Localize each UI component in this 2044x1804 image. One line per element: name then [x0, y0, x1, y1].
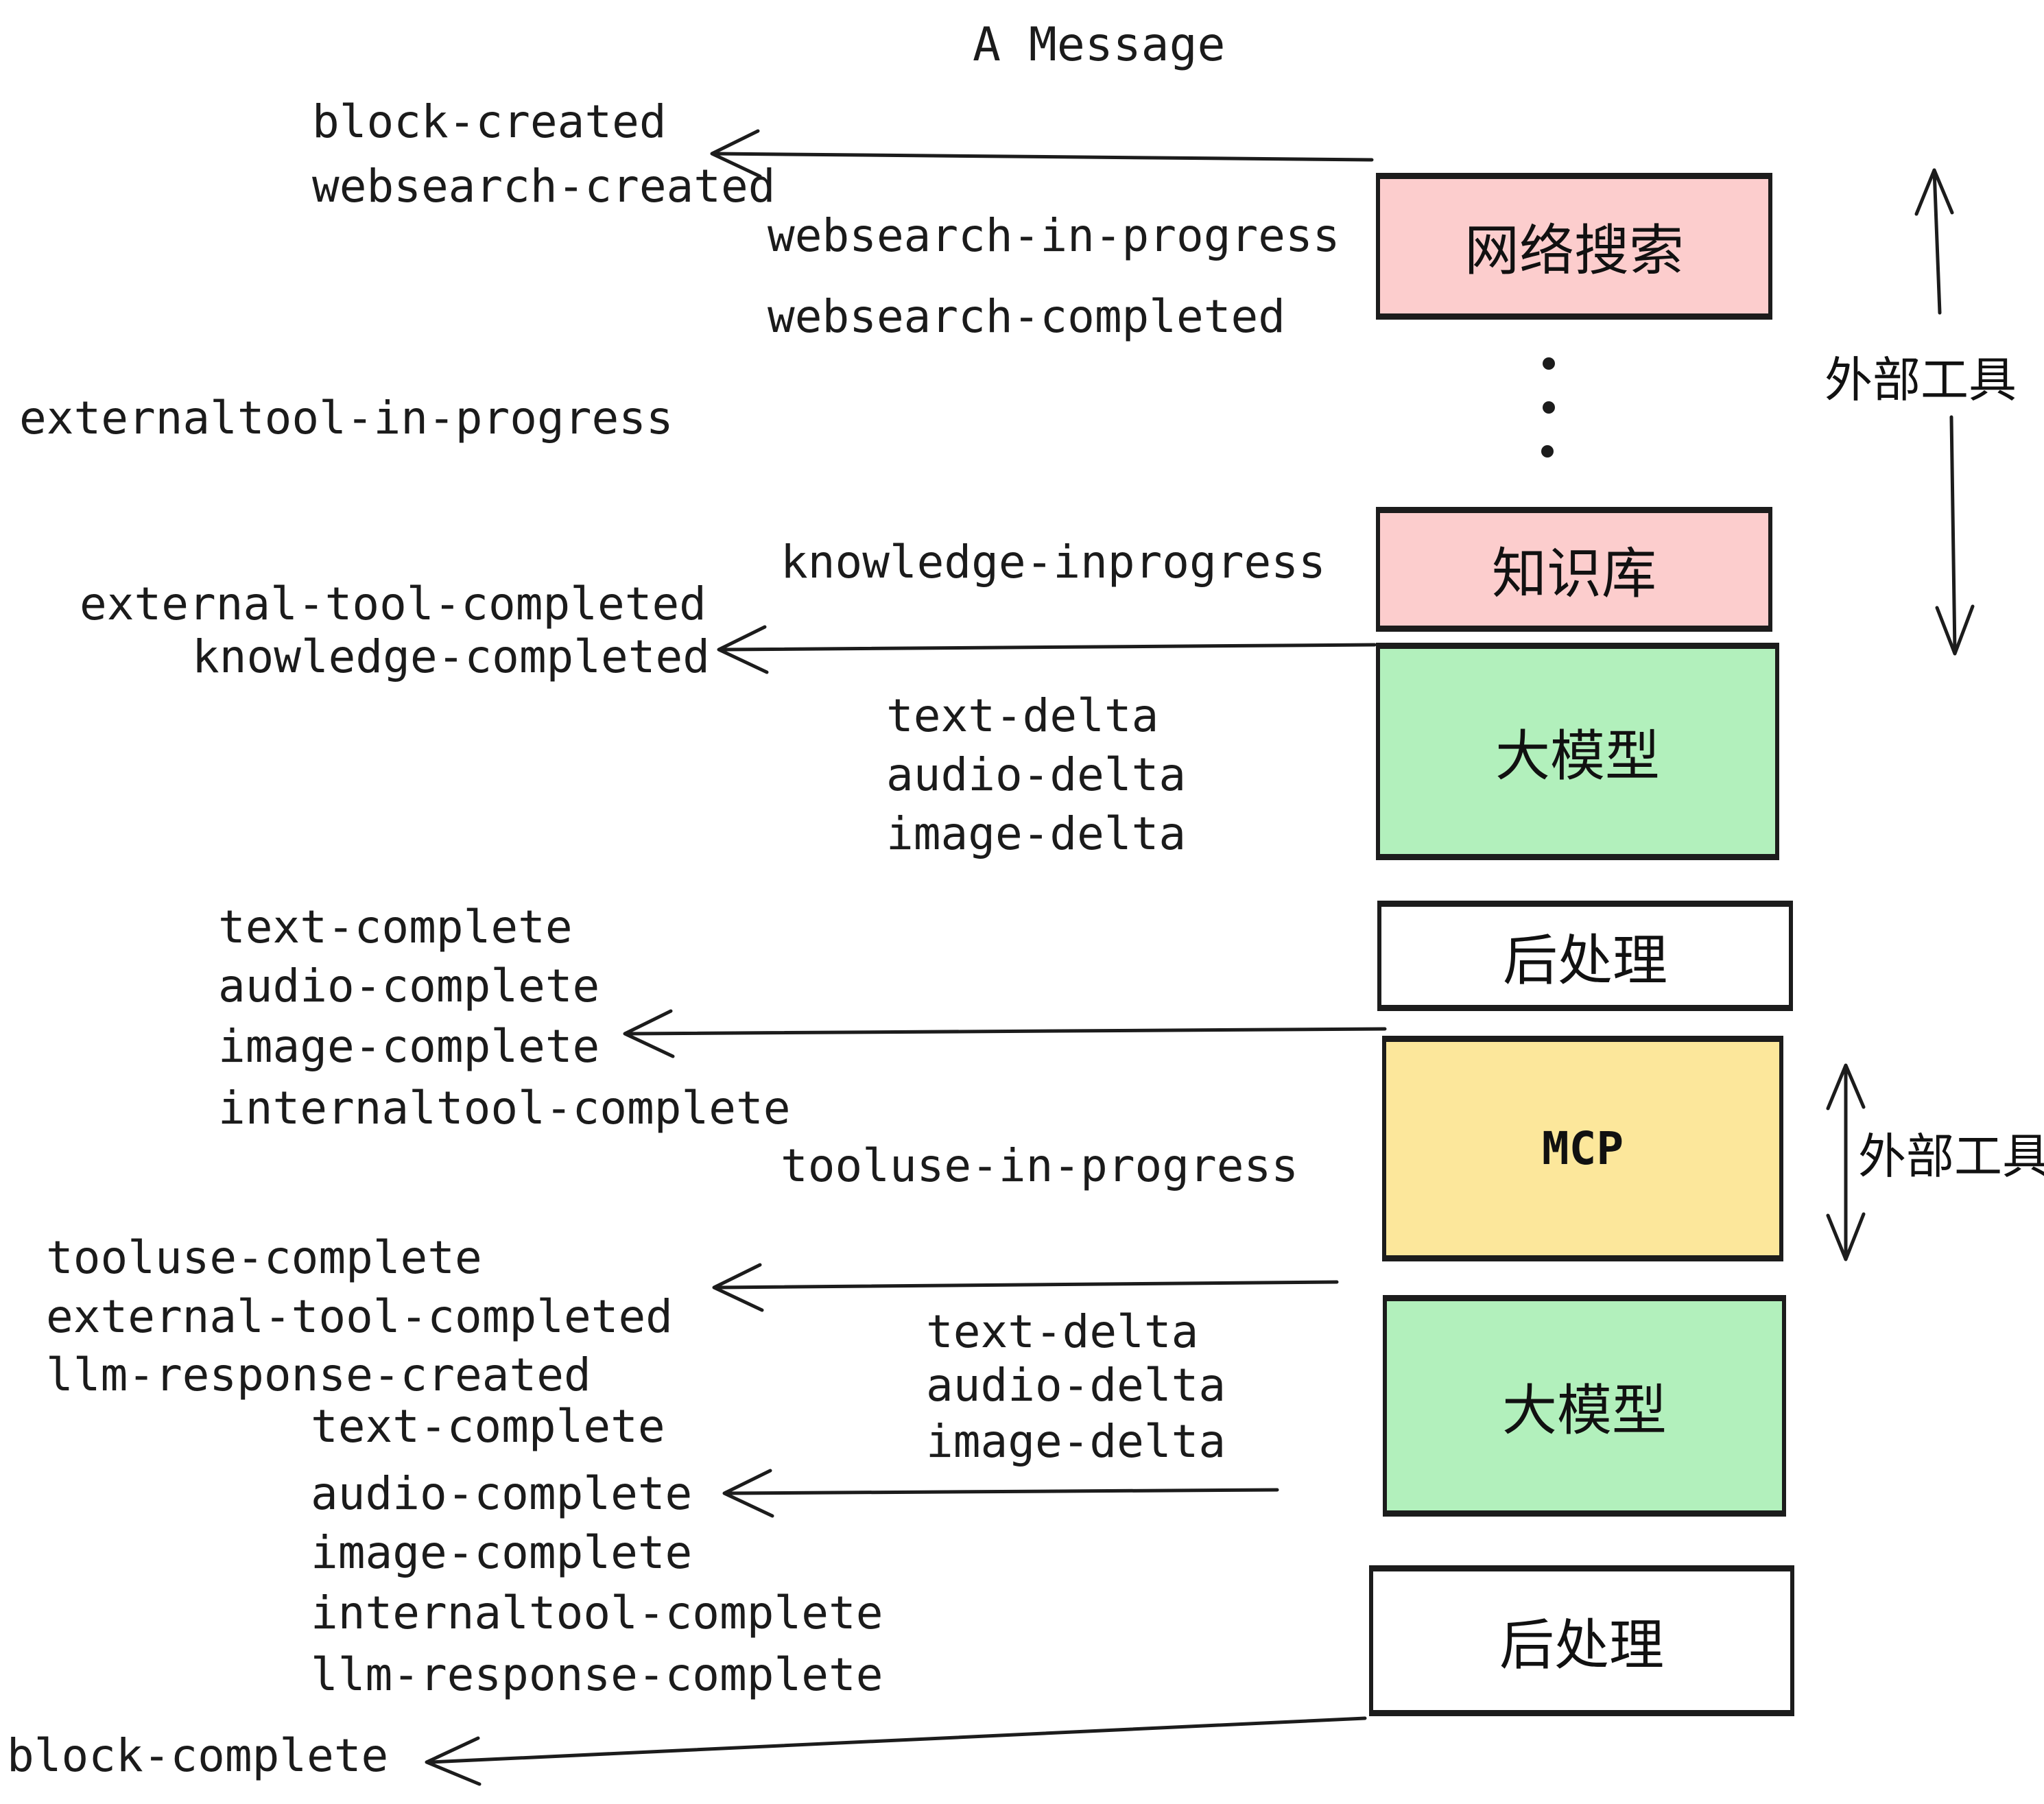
box-llm-2: 大模型	[1383, 1295, 1786, 1517]
box-mcp: MCP	[1382, 1036, 1783, 1261]
diagram-title: A Message	[973, 18, 1226, 72]
box-llm-2-label: 大模型	[1502, 1378, 1667, 1443]
box-websearch-label: 网络搜索	[1464, 219, 1684, 283]
event-label-internaltool-complete-1: internaltool-complete	[218, 1082, 791, 1135]
side-label-external-tools-2: 外部工具	[1858, 1128, 2044, 1185]
arrowhead-to-knowledge-completed	[717, 625, 769, 674]
event-label-audio-complete-2: audio-complete	[311, 1467, 693, 1520]
external-tools-arrow-2-down-head	[1826, 1212, 1866, 1261]
event-label-websearch-created: websearch-created	[312, 160, 776, 213]
event-label-block-complete: block-complete	[7, 1729, 389, 1782]
box-postprocess-1: 后处理	[1377, 901, 1793, 1011]
arrowhead-to-tooluse-complete	[712, 1263, 764, 1312]
event-label-internaltool-complete-2: internaltool-complete	[311, 1587, 883, 1639]
event-label-image-complete-2: image-complete	[311, 1526, 693, 1579]
event-label-text-delta-1: text-delta	[886, 689, 1159, 742]
arrow-to-websearch-created	[713, 152, 1374, 162]
external-tools-arrow-1-up-line	[1932, 168, 1942, 315]
box-llm-1-label: 大模型	[1495, 724, 1660, 788]
box-knowledge-base: 知识库	[1376, 507, 1772, 632]
event-label-text-complete-1: text-complete	[218, 901, 573, 953]
event-label-external-tool-completed-2: external-tool-completed	[46, 1290, 673, 1343]
event-label-externaltool-in-progress: externaltool-in-progress	[19, 392, 674, 444]
event-label-text-complete-2: text-complete	[311, 1400, 665, 1453]
arrow-to-audio-complete	[725, 1488, 1279, 1495]
event-label-text-delta-2: text-delta	[926, 1305, 1199, 1358]
event-label-websearch-completed: websearch-completed	[768, 290, 1285, 343]
event-label-audio-complete-1: audio-complete	[218, 960, 600, 1012]
box-postprocess-2-label: 后处理	[1499, 1613, 1664, 1677]
event-label-websearch-in-progress: websearch-in-progress	[768, 209, 1340, 262]
arrow-to-knowledge-completed	[720, 643, 1377, 652]
event-label-tooluse-in-progress: tooluse-in-progress	[781, 1139, 1298, 1192]
box-websearch: 网络搜索	[1376, 173, 1772, 320]
box-mcp-label: MCP	[1541, 1122, 1624, 1175]
event-label-knowledge-inprogress: knowledge-inprogress	[781, 536, 1326, 589]
arrow-to-tooluse-complete	[715, 1280, 1339, 1290]
box-postprocess-1-label: 后处理	[1503, 928, 1667, 993]
event-label-llm-response-complete: llm-response-complete	[311, 1648, 883, 1701]
event-label-audio-delta-1: audio-delta	[886, 748, 1187, 801]
event-label-audio-delta-2: audio-delta	[926, 1359, 1226, 1412]
event-label-external-tool-completed-1: external-tool-completed	[80, 578, 706, 630]
event-label-block-created: block-created	[312, 95, 667, 148]
external-tools-arrow-1-down-line	[1949, 415, 1957, 654]
arrowhead-to-image-complete	[623, 1009, 675, 1058]
external-tools-arrow-1-down-head	[1935, 604, 1975, 656]
ellipsis-dot-1	[1543, 357, 1555, 370]
box-knowledge-label: 知识库	[1492, 542, 1656, 606]
event-label-image-delta-2: image-delta	[926, 1415, 1226, 1468]
ellipsis-dot-2	[1543, 401, 1555, 414]
event-label-llm-response-created: llm-response-created	[46, 1349, 591, 1401]
box-llm-1: 大模型	[1376, 643, 1779, 860]
side-label-external-tools-1: 外部工具	[1825, 352, 2017, 408]
event-label-image-delta-1: image-delta	[886, 807, 1187, 860]
arrowhead-to-block-complete	[425, 1736, 482, 1786]
event-label-image-complete-1: image-complete	[218, 1020, 600, 1073]
event-label-knowledge-completed: knowledge-completed	[192, 630, 710, 683]
arrow-to-image-complete	[626, 1027, 1387, 1036]
arrow-to-block-complete	[429, 1716, 1367, 1764]
box-postprocess-2: 后处理	[1369, 1565, 1794, 1716]
event-label-tooluse-complete: tooluse-complete	[46, 1231, 482, 1284]
arrowhead-to-audio-complete	[722, 1469, 774, 1518]
ellipsis-dot-3	[1541, 445, 1554, 458]
external-tools-arrow-1-up-head	[1914, 168, 1954, 216]
external-tools-arrow-2-up-head	[1826, 1063, 1866, 1111]
